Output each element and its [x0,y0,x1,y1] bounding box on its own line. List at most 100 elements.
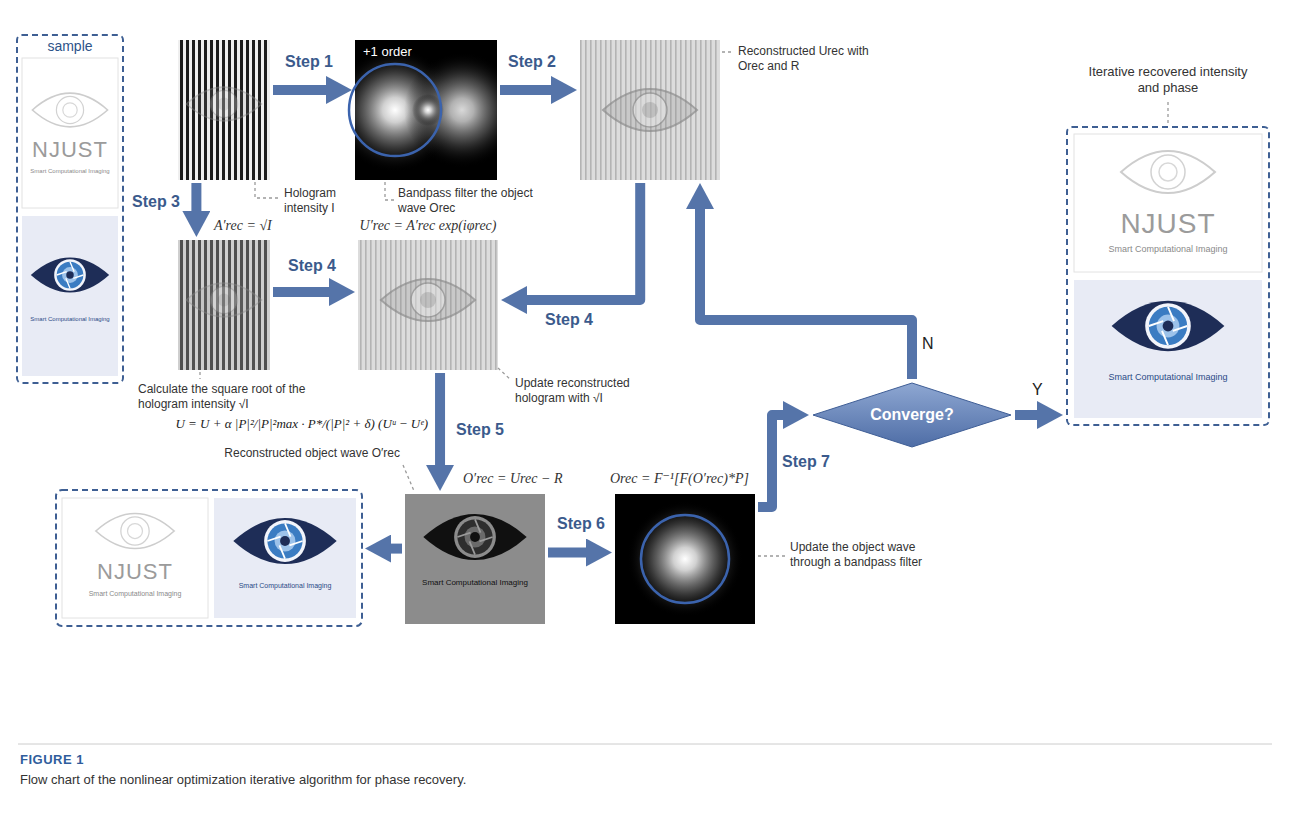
eye-logo [32,93,107,127]
formula: Orec = F⁻¹[F(O′rec)*P] [610,470,749,488]
step-label: Step 4 [288,256,336,276]
eye-logo [233,518,336,564]
decision-text: Converge? [812,382,1012,448]
step-label: Step 5 [456,420,504,440]
image-panel: Smart Computational Imaging [22,216,118,376]
logo-text: NJUST [1074,206,1262,241]
flow-arrow [273,287,329,297]
flow-arrow [435,373,445,465]
root-image [178,240,270,370]
image-panel: NJUST Smart Computational Imaging [62,498,208,618]
logo-text: Smart Computational Imaging [62,590,208,599]
image-panel: NJUST Smart Computational Imaging [1074,134,1262,272]
logo-text: Smart Computational Imaging [22,168,118,176]
figure-caption: Flow chart of the nonlinear optimization… [20,772,1220,788]
image-panel [1074,280,1262,418]
spectrum-lobes [627,501,743,617]
leader-line [722,51,734,52]
image-panel [214,498,356,618]
image-panel [22,216,118,376]
object-wave-image: O′rec = Urec − RReconstructed object wav… [405,494,545,624]
hologram-update-image [358,240,498,370]
spectrum-image [615,494,755,624]
step-label: Step 4 [545,310,593,330]
eye-logo [603,89,697,131]
eye-logo [381,279,475,321]
flow-arrow [527,183,640,300]
eye-logo [1112,301,1225,351]
logo-text: Smart Computational Imaging [405,578,545,588]
spectrum-image: Orec = F⁻¹[F(O′rec)*P]Update the object … [615,494,755,624]
logo-text: Smart Computational Imaging [1074,244,1262,255]
figure-number: FIGURE 1 [20,752,84,768]
step-label: Step 6 [557,514,605,534]
hologram-image [178,40,270,180]
group-heading: Iterative recovered intensity and phase [1086,64,1250,97]
eye-logo [423,514,526,560]
eye-logo [96,514,174,549]
logo-text: Smart Computational Imaging [1074,372,1262,383]
dashed-group: Iterative recovered intensity and phaseN… [1066,126,1270,426]
annotation: Calculate the square root of the hologra… [138,382,328,412]
flow-arrow [1015,410,1037,420]
hologram-update-image: U′rec = A′rec exp(iφrec)Update reconstru… [358,240,498,370]
leader-line [498,368,511,380]
annotation: Hologram intensity I [284,186,356,216]
step-label: Step 3 [132,192,180,212]
bandpass-circle [349,64,441,156]
reconstructed-image: Reconstructed Urec with Orec and R [580,40,720,180]
dashed-group: sampleNJUSTSmart Computational ImagingSm… [16,34,124,384]
annotation: Reconstructed Urec with Orec and R [738,44,878,74]
leader-lines [200,52,1168,556]
flow-arrow [391,544,402,554]
leader-line [385,182,394,200]
branch-label: N [922,334,934,354]
image-panel [1074,134,1262,272]
branch-label: Y [1032,380,1043,400]
flow-arrow [191,183,201,211]
annotation: Bandpass filter the object wave Orec [398,186,548,216]
leader-line [758,555,786,556]
formula: O′rec = Urec − R [463,470,562,488]
hologram-image: Hologram intensity I [178,40,270,180]
logo-text: Smart Computational Imaging [214,582,356,591]
step-label: Step 7 [782,452,830,472]
order-label: +1 order [363,44,412,60]
leader-line [403,465,414,491]
image-panel: NJUSTSmart Computational Imaging [22,58,118,208]
formula: U′rec = A′rec exp(iφrec) [333,217,523,235]
flow-arrow [758,415,783,507]
eye-logo [186,87,261,121]
formula: A′rec = √I [214,217,272,235]
annotation: Update the object wave through a bandpas… [790,540,940,570]
bandpass-circle [641,515,729,603]
image-panel [22,58,118,208]
image-panel [62,498,208,618]
logo-text: NJUST [62,558,208,586]
flow-arrow [700,209,912,379]
image-panel: Smart Computational Imaging [214,498,356,618]
object-wave-image [405,494,545,624]
reconstructed-image [580,40,720,180]
flow-arrow [500,85,551,95]
flow-arrow [273,85,326,95]
group-heading: sample [18,38,122,56]
leader-line [1167,102,1168,123]
formula: U = U + α |P|²/|P|²max · P*/(|P|² + δ) (… [148,416,428,432]
logo-text: Smart Computational Imaging [22,316,118,324]
eye-logo [186,283,261,317]
flow-arrow [548,548,586,558]
step-label: Step 1 [285,52,333,72]
root-image: A′rec = √ICalculate the square root of t… [178,240,270,370]
leader-line [255,182,279,198]
spectrum-lobe [627,501,743,617]
spectrum-lobes [355,48,497,172]
leader-line [199,372,200,379]
eye-logo [1121,151,1215,193]
annotation: Update reconstructed hologram with √I [515,376,655,406]
decision-shape [813,383,1011,447]
decision-diamond: Converge? [812,382,1012,448]
